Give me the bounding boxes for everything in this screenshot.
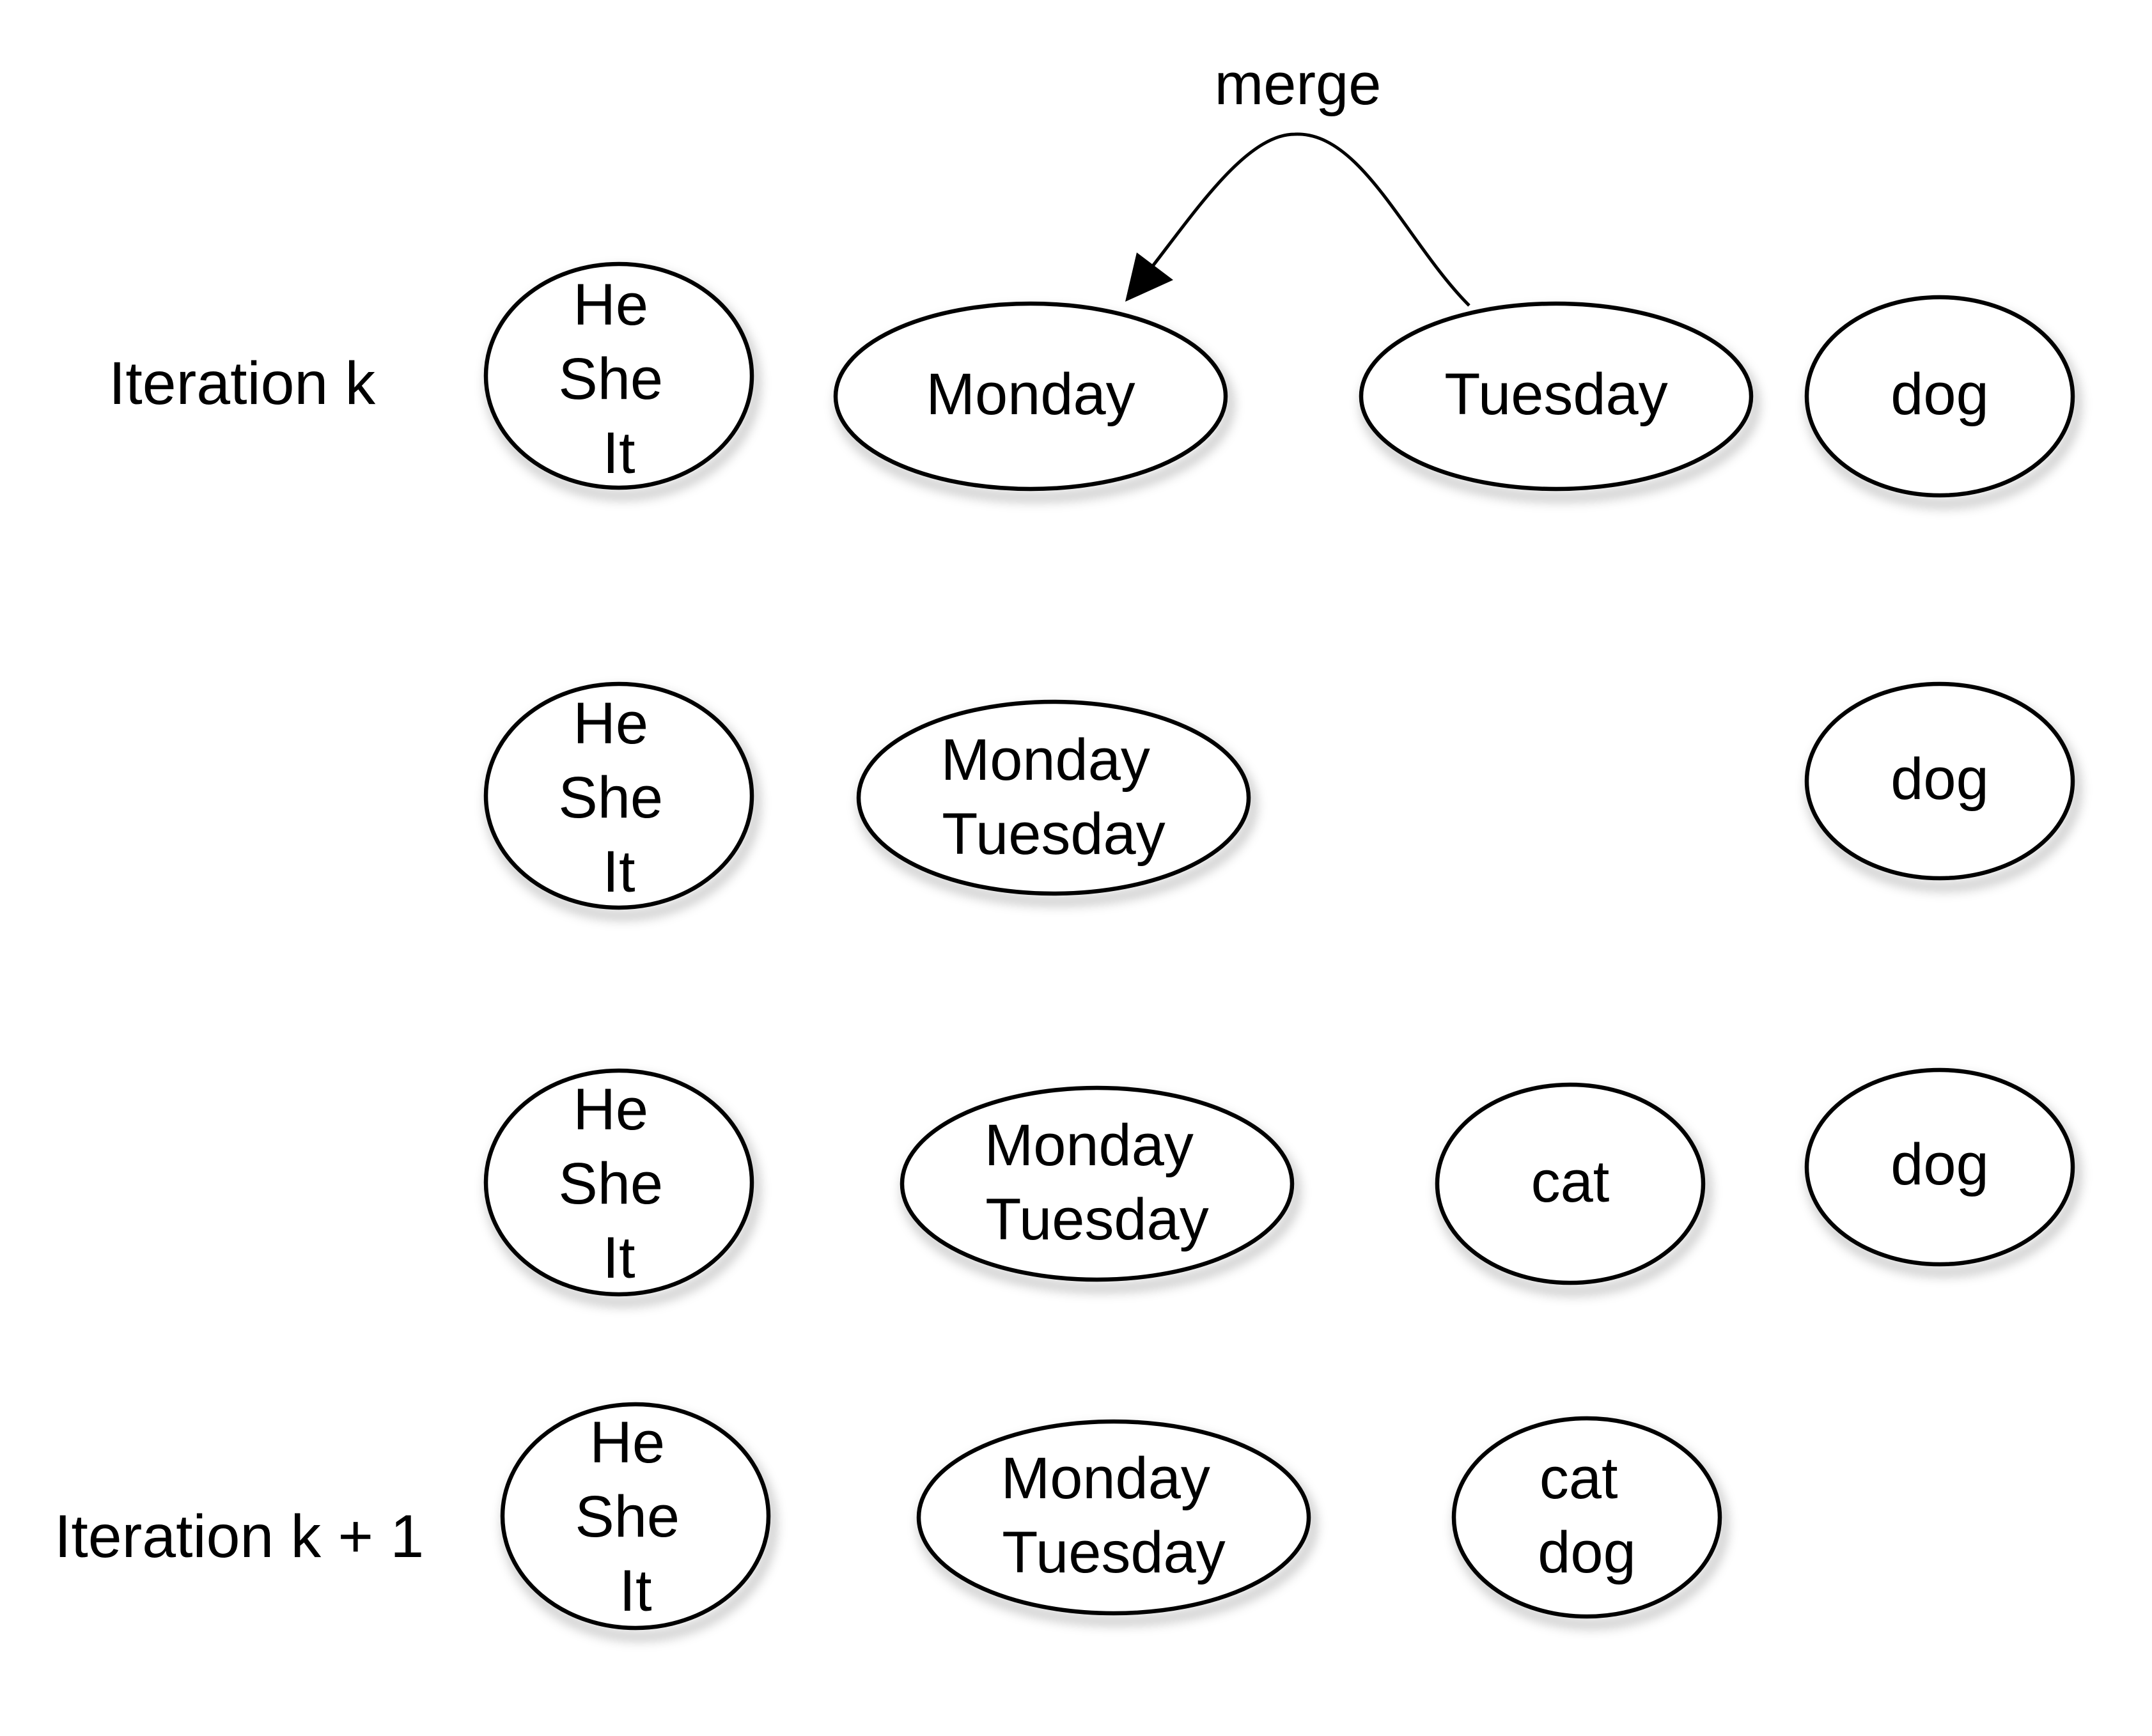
cluster-node-text: He She It [558, 272, 679, 486]
cluster-node-text: He She It [558, 691, 679, 904]
cluster-node-text: Tuesday [1444, 362, 1667, 427]
cluster-node: Monday Tuesday [900, 1085, 1299, 1291]
merge-label: merge [1215, 52, 1382, 117]
iteration-k-label: Iteration k [109, 350, 376, 417]
row-4: He She It Monday Tuesday cat dog [500, 1402, 1727, 1639]
cluster-node-text: dog [1891, 747, 1989, 812]
cluster-node-text: dog [1891, 362, 1989, 427]
cluster-node: Monday [833, 301, 1233, 500]
merge-arrowhead [1125, 252, 1173, 302]
cluster-node: He She It [483, 681, 759, 918]
cluster-node-text: cat [1531, 1149, 1610, 1214]
cluster-node: cat dog [1451, 1416, 1727, 1627]
cluster-node: dog [1804, 1067, 2080, 1275]
cluster-node: He She It [483, 1068, 759, 1305]
cluster-node: He She It [500, 1402, 776, 1639]
cluster-node: dog [1804, 295, 2080, 507]
row-2: He She It Monday Tuesday dog [483, 681, 2080, 918]
cluster-node: He She It [483, 261, 759, 499]
cluster-node-text: Monday [926, 362, 1135, 427]
cluster-node-text: He She It [575, 1410, 696, 1624]
merge-arrow [1125, 132, 1470, 307]
cluster-node-text: Monday Tuesday [941, 727, 1167, 867]
cluster-node: cat [1435, 1082, 1710, 1294]
cluster-node: Tuesday [1359, 301, 1758, 500]
row-3: He She It Monday Tuesday cat dog [483, 1067, 2080, 1305]
cluster-node-text: dog [1891, 1132, 1989, 1197]
cluster-node: Monday Tuesday [916, 1419, 1316, 1624]
cluster-node-text: cat dog [1538, 1446, 1636, 1585]
cluster-node-text: He She It [558, 1077, 679, 1290]
cluster-node: Monday Tuesday [856, 699, 1256, 904]
merge-arrow-path [1150, 132, 1470, 307]
cluster-node: dog [1804, 681, 2080, 890]
iteration-k-plus-1-label: Iteration k + 1 [54, 1503, 424, 1570]
cluster-node-text: Monday Tuesday [985, 1113, 1210, 1252]
cluster-node-text: Monday Tuesday [1001, 1446, 1227, 1585]
row-1: He She It Monday Tuesday dog [483, 261, 2080, 507]
